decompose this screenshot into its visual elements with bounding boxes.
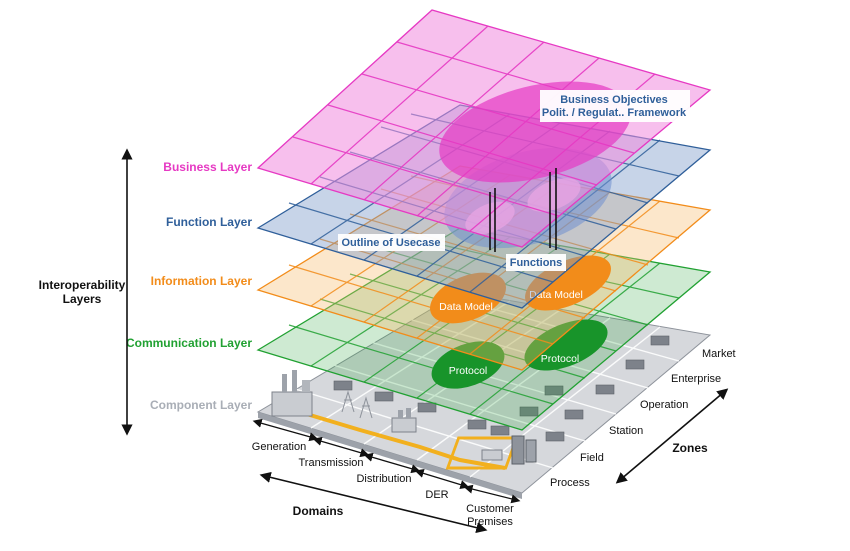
zone-process: Process: [550, 477, 590, 489]
customer-premises-highlight: [445, 436, 519, 470]
domains-title: Domains: [293, 504, 344, 518]
domains-axis-arrow: [259, 471, 488, 534]
zone-station: Station: [609, 425, 643, 437]
zone-enterprise: Enterprise: [671, 373, 721, 385]
data-model-label-right: Data Model: [529, 289, 583, 301]
callout-functions: Functions: [506, 254, 566, 271]
domain-customer-line2: Premises: [467, 516, 513, 528]
interoperability-title-line2: Layers: [63, 292, 102, 306]
domain-transmission: Transmission: [299, 457, 364, 469]
zone-operation: Operation: [640, 399, 688, 411]
protocol-label-right: Protocol: [541, 353, 580, 365]
customer-building-icon: [481, 435, 537, 465]
der-highlight-path: [299, 410, 506, 470]
callout-business-objectives: Business Objectives Polit. / Regulat.. F…: [540, 90, 690, 122]
transmission-tower-icons: [341, 390, 373, 419]
component-layer-label: Component Layer: [150, 398, 252, 412]
callout-functions-label: Functions: [510, 257, 563, 269]
function-layer-label: Function Layer: [166, 215, 252, 229]
domain-der: DER: [425, 489, 448, 501]
callout-usecase: Outline of Usecase: [338, 234, 445, 251]
communication-layer-label: Communication Layer: [126, 336, 252, 350]
zones-title: Zones: [672, 441, 708, 455]
domain-customer-line1: Customer: [466, 503, 514, 515]
information-layer-label: Information Layer: [151, 274, 253, 288]
component-devices: [333, 335, 670, 442]
domain-distribution: Distribution: [356, 473, 411, 485]
callout-usecase-label: Outline of Usecase: [341, 237, 440, 249]
protocol-ellipse-left: [431, 341, 505, 389]
data-model-label-left: Data Model: [439, 301, 493, 313]
interoperability-title-line1: Interoperability: [39, 278, 126, 292]
callout-business-line2: Polit. / Regulat.. Framework: [542, 107, 687, 119]
zone-field: Field: [580, 452, 604, 464]
data-model-ellipse-right: [525, 255, 611, 311]
protocol-label-left: Protocol: [449, 365, 488, 377]
power-plant-icon: [271, 370, 313, 417]
protocol-ellipse-right: [524, 319, 608, 371]
zones-axis-arrow: [615, 388, 729, 484]
callout-business-line1: Business Objectives: [560, 94, 668, 106]
zone-market: Market: [702, 348, 736, 360]
business-layer-label: Business Layer: [163, 160, 252, 174]
domain-generation: Generation: [252, 441, 306, 453]
substation-icon: [391, 408, 417, 433]
connector-lines: [489, 168, 557, 252]
